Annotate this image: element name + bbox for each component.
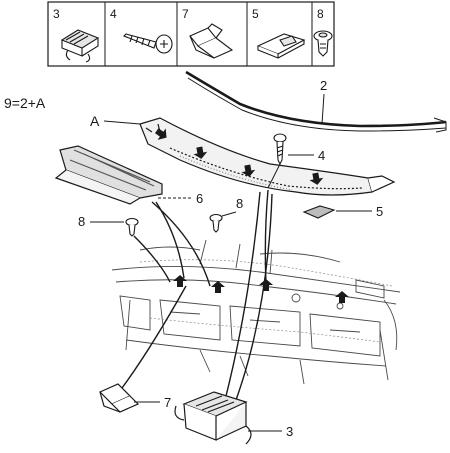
assembly-arrows	[155, 128, 349, 303]
side-cowl-cover-part-6	[54, 145, 163, 205]
flat-clip-part-5	[302, 205, 336, 219]
callout-label-3: 3	[286, 424, 293, 439]
callout-label-2: 2	[320, 78, 327, 93]
retainer-clip-part-7	[98, 383, 140, 413]
legend-number-8: 8	[317, 7, 324, 21]
callout-label-8-right: 8	[236, 196, 243, 211]
legend-number-7: 7	[182, 7, 189, 21]
fastener-legend: 3 4 7 5 8	[47, 1, 335, 67]
push-pin-part-8-right	[209, 213, 223, 233]
cowl-body-structure	[111, 239, 401, 385]
callout-label-6: 6	[196, 191, 203, 206]
flat-clip-icon	[256, 33, 306, 59]
assembly-guide-lines	[121, 189, 273, 401]
callout-label-4: 4	[318, 148, 325, 163]
push-pin-icon	[313, 30, 333, 57]
callout-label-5: 5	[376, 204, 383, 219]
callout-label-a: A	[90, 113, 100, 129]
callout-label-8-left: 8	[78, 214, 85, 229]
legend-number-4: 4	[110, 7, 117, 21]
push-pin-part-8-left	[125, 217, 139, 237]
spring-clip-part-3	[174, 391, 252, 445]
retainer-clip-icon	[189, 23, 234, 59]
screw-icon	[123, 33, 173, 54]
legend-number-3: 3	[53, 7, 60, 21]
cowl-top-panel-a	[139, 117, 396, 196]
spring-clip-icon	[60, 29, 100, 63]
formula-label: 9=2+A	[4, 95, 46, 111]
callout-label-7: 7	[164, 395, 171, 410]
weatherstrip-part-2	[185, 70, 447, 133]
legend-number-5: 5	[252, 7, 259, 21]
screw-part-4	[267, 133, 287, 189]
